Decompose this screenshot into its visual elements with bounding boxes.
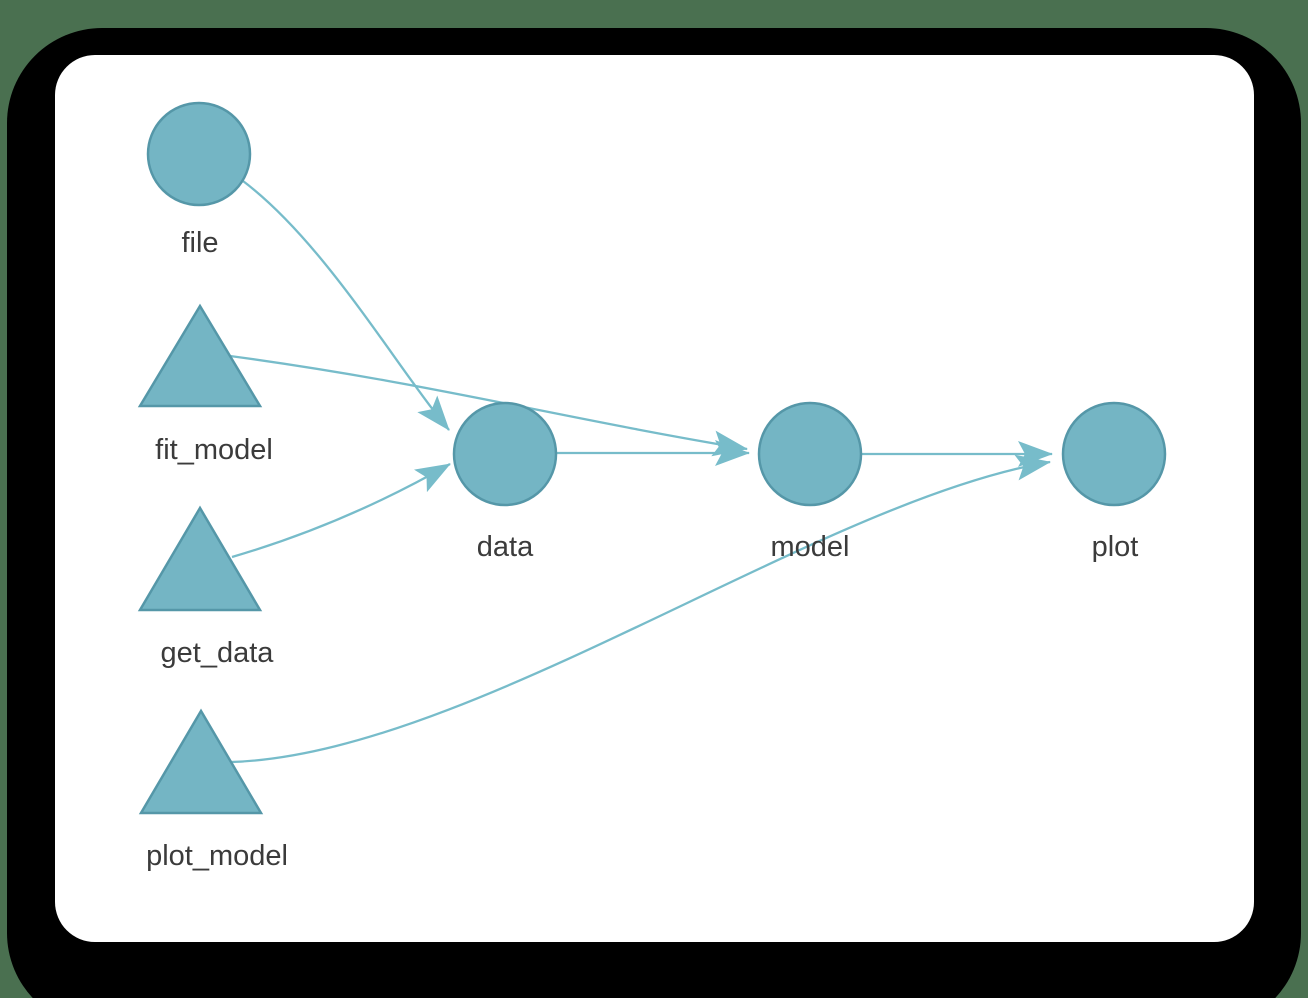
node-label-plot_model: plot_model [146,840,288,872]
node-layer [137,101,1167,815]
edge-fit_model-to-model [229,354,748,457]
node-label-file: file [181,227,218,259]
node-get_data [137,505,263,612]
edge-file-to-data [242,180,450,431]
node-label-fit_model: fit_model [155,434,273,466]
node-label-data: data [477,531,534,563]
edge-layer [229,180,1053,764]
label-layer: file fit_model get_data plot_model data … [146,227,1138,872]
edge-get_data-to-data [231,463,451,559]
edge-plot_model-to-plot [230,454,1051,764]
node-fit_model [137,303,263,408]
diagram-card [55,55,1254,942]
node-data [452,401,558,507]
node-label-model: model [771,531,850,563]
node-file [146,101,252,207]
node-model [757,401,863,507]
node-plot [1061,401,1167,507]
node-plot_model [138,708,264,815]
node-label-plot: plot [1092,531,1139,563]
node-label-get_data: get_data [161,637,275,669]
